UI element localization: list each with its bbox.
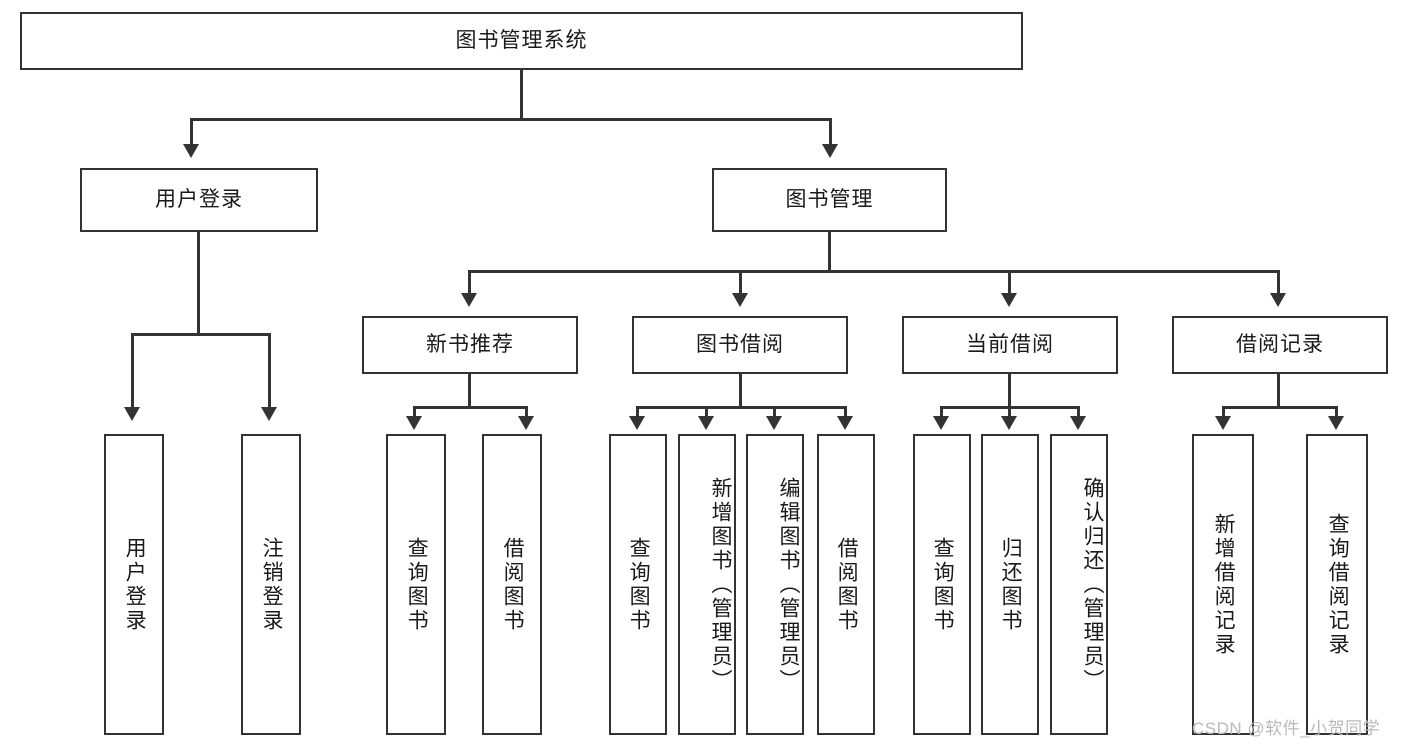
- edge-root-bus: [190, 118, 832, 121]
- edge-recommend-to-leaf-1: [413, 406, 416, 418]
- edge-borrow-bus: [636, 406, 847, 409]
- node-label: 用户登录: [155, 188, 243, 212]
- edge-recommend-to-leaf-2: [525, 406, 528, 418]
- leaf-current-return-book[interactable]: 归还图书: [981, 434, 1039, 735]
- leaf-current-query-book[interactable]: 查询图书: [913, 434, 971, 735]
- watermark-text: CSDN @软件_小贺同学: [1192, 719, 1381, 738]
- arrow-to-borrow-record: [1270, 293, 1286, 307]
- node-new-book-recommend[interactable]: 新书推荐: [362, 316, 578, 374]
- edge-record-stem: [1277, 374, 1280, 408]
- node-label: 查询借阅记录: [1326, 512, 1350, 657]
- edge-to-leaf-user-login: [131, 333, 134, 409]
- arrow-to-user-login: [183, 144, 199, 158]
- node-label: 用户登录: [123, 536, 147, 633]
- leaf-recommend-borrow-book[interactable]: 借阅图书: [482, 434, 542, 735]
- arrow-recommend-leaf-2: [518, 416, 534, 430]
- node-label: 确认归还（管理员）: [1081, 476, 1104, 693]
- node-label: 图书管理: [785, 188, 874, 212]
- node-root-system[interactable]: 图书管理系统: [20, 12, 1023, 70]
- edge-current-to-leaf-3: [1077, 406, 1080, 418]
- edge-borrow-to-leaf-1: [636, 406, 639, 418]
- edge-user-login-stem: [197, 232, 200, 335]
- arrow-borrow-leaf-1: [629, 416, 645, 430]
- arrow-record-leaf-1: [1215, 416, 1231, 430]
- arrow-borrow-leaf-4: [837, 416, 853, 430]
- edge-to-new-book-recommend: [468, 270, 471, 295]
- edge-current-to-leaf-1: [940, 406, 943, 418]
- node-borrow-record[interactable]: 借阅记录: [1172, 316, 1388, 374]
- edge-borrow-stem: [739, 374, 742, 408]
- arrow-to-new-book-recommend: [461, 293, 477, 307]
- node-label: 查询图书: [405, 536, 429, 633]
- node-label: 新增图书（管理员）: [709, 476, 732, 693]
- node-label: 图书借阅: [696, 333, 784, 357]
- edge-root-to-user-login: [190, 118, 193, 146]
- node-label: 新书推荐: [426, 333, 514, 357]
- edge-borrow-to-leaf-3: [773, 406, 776, 418]
- leaf-logout[interactable]: 注销登录: [241, 434, 301, 735]
- node-label: 借阅图书: [835, 536, 859, 633]
- node-label: 当前借阅: [966, 333, 1054, 357]
- node-label: 图书管理系统: [455, 29, 588, 53]
- node-label: 借阅图书: [501, 536, 525, 633]
- edge-record-to-leaf-2: [1335, 406, 1338, 418]
- node-user-login[interactable]: 用户登录: [80, 168, 318, 232]
- leaf-recommend-query-book[interactable]: 查询图书: [386, 434, 446, 735]
- node-label: 新增借阅记录: [1212, 512, 1236, 657]
- edge-recommend-bus: [413, 406, 528, 409]
- node-book-borrow[interactable]: 图书借阅: [632, 316, 848, 374]
- arrow-recommend-leaf-1: [406, 416, 422, 430]
- arrow-to-book-borrow: [732, 293, 748, 307]
- arrow-current-leaf-2: [1001, 416, 1017, 430]
- leaf-record-add-record[interactable]: 新增借阅记录: [1192, 434, 1254, 735]
- leaf-borrow-add-book-admin[interactable]: 新增图书（管理员）: [678, 434, 736, 735]
- arrow-to-book-manage: [822, 144, 838, 158]
- node-label: 查询图书: [931, 536, 955, 633]
- arrow-borrow-leaf-3: [766, 416, 782, 430]
- arrow-borrow-leaf-2: [698, 416, 714, 430]
- edge-borrow-to-leaf-2: [705, 406, 708, 418]
- edge-current-to-leaf-2: [1008, 406, 1011, 418]
- arrow-to-leaf-user-login: [124, 407, 140, 421]
- arrow-current-leaf-3: [1070, 416, 1086, 430]
- arrow-to-current-borrow: [1001, 293, 1017, 307]
- edge-user-login-bus: [131, 333, 270, 336]
- edge-to-leaf-logout: [268, 333, 271, 409]
- edge-borrow-to-leaf-4: [844, 406, 847, 418]
- edge-record-to-leaf-1: [1222, 406, 1225, 418]
- edge-record-bus: [1222, 406, 1338, 409]
- edge-book-manage-stem: [828, 232, 831, 272]
- leaf-current-confirm-return-admin[interactable]: 确认归还（管理员）: [1050, 434, 1108, 735]
- edge-to-book-borrow: [739, 270, 742, 295]
- leaf-record-query-record[interactable]: 查询借阅记录: [1306, 434, 1368, 735]
- node-label: 借阅记录: [1236, 333, 1324, 357]
- arrow-current-leaf-1: [933, 416, 949, 430]
- leaf-borrow-borrow-book[interactable]: 借阅图书: [817, 434, 875, 735]
- node-label: 归还图书: [999, 536, 1023, 633]
- edge-root-to-book-manage: [829, 118, 832, 146]
- leaf-borrow-edit-book-admin[interactable]: 编辑图书（管理员）: [746, 434, 804, 735]
- leaf-user-login[interactable]: 用户登录: [104, 434, 164, 735]
- node-label: 查询图书: [627, 536, 651, 633]
- arrow-to-leaf-logout: [261, 407, 277, 421]
- edge-root-stem: [520, 70, 523, 120]
- node-book-management[interactable]: 图书管理: [712, 168, 947, 232]
- node-label: 编辑图书（管理员）: [777, 476, 800, 693]
- node-label: 注销登录: [260, 536, 284, 633]
- leaf-borrow-query-book[interactable]: 查询图书: [609, 434, 667, 735]
- edge-current-stem: [1008, 374, 1011, 408]
- edge-book-manage-bus: [468, 270, 1280, 273]
- edge-recommend-stem: [468, 374, 471, 408]
- edge-to-current-borrow: [1008, 270, 1011, 295]
- edge-to-borrow-record: [1277, 270, 1280, 295]
- arrow-record-leaf-2: [1328, 416, 1344, 430]
- node-current-borrow[interactable]: 当前借阅: [902, 316, 1118, 374]
